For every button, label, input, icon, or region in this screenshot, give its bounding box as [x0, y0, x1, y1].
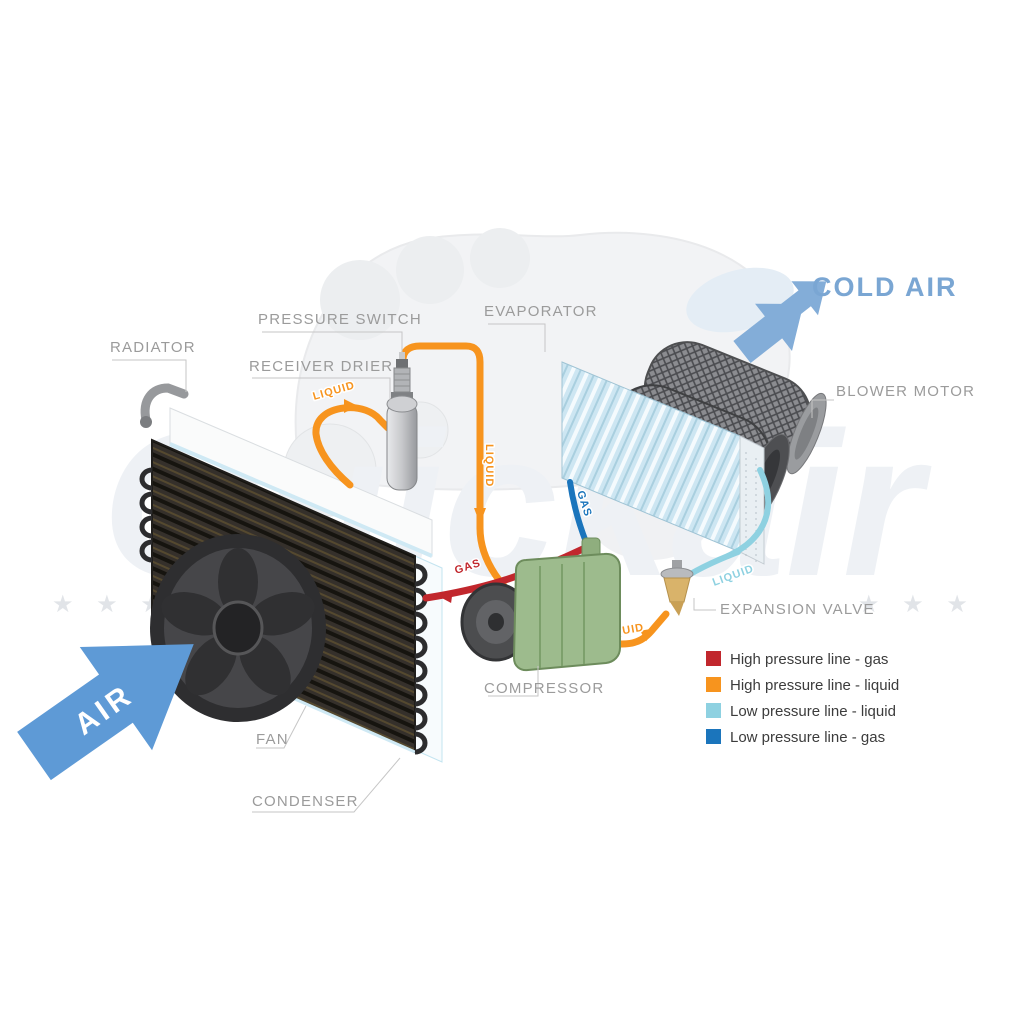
legend-label-hp-gas: High pressure line - gas — [730, 651, 888, 668]
hp-liquid-arrow-3 — [640, 628, 657, 642]
pipe-flow-arrows — [344, 399, 657, 642]
fan-hub — [212, 600, 264, 656]
leader-pressure-switch — [262, 331, 403, 352]
legend-item-hp-gas: High pressure line - gas — [706, 651, 888, 668]
pipe-hp-liquid-condenser-to-drier — [312, 404, 392, 489]
label-pressure-switch: PRESSURE SWITCH — [258, 311, 422, 328]
radiator-inlet-pipe — [140, 383, 189, 425]
leader-expansion-valve — [693, 598, 716, 611]
compressor-pulley-hub — [488, 613, 504, 631]
switch-cap — [396, 359, 408, 368]
drier-body — [386, 401, 418, 491]
cold-air-label: COLD AIR — [812, 272, 958, 302]
pressure-switch-graphic — [393, 352, 411, 393]
switch-ridges — [394, 373, 410, 387]
hp-liquid-arrow-2 — [474, 508, 486, 524]
radiator-glow-edge — [169, 442, 433, 558]
leader-evaporator — [488, 323, 546, 352]
label-receiver-drier: RECEIVER DRIER — [249, 358, 393, 375]
leader-receiver-drier — [252, 377, 391, 400]
legend-swatch-lp-gas — [706, 729, 721, 744]
legend-swatch-hp-gas — [706, 651, 721, 666]
valve-tip — [670, 602, 684, 616]
hp-gas-arrow — [436, 591, 453, 604]
label-evaporator: EVAPORATOR — [484, 303, 598, 320]
legend-swatch-hp-liquid — [706, 677, 721, 692]
drier-dome — [386, 395, 418, 413]
pipe-lp-gas-evaporator-to-compressor — [567, 479, 589, 545]
label-compressor: COMPRESSOR — [484, 680, 604, 697]
fan-graphic — [150, 534, 326, 722]
blower-rear-cylinder — [643, 341, 827, 475]
compressor-body-seams — [539, 562, 585, 668]
expansion-valve-graphic — [660, 560, 694, 616]
pipe-label-liquid-vertical: LIQUID — [483, 444, 495, 487]
compressor-body — [512, 552, 621, 672]
legend: High pressure line - gas High pressure l… — [706, 651, 899, 746]
switch-tip — [399, 352, 405, 360]
condenser-left-tubes — [139, 467, 153, 563]
condenser-right-tank — [414, 555, 443, 763]
watermark-stars-left: ★ ★ ★ — [52, 591, 170, 618]
watermark-stars-right: ★ ★ ★ — [858, 591, 976, 618]
leader-lines — [112, 323, 834, 813]
legend-item-lp-liquid: Low pressure line - liquid — [706, 703, 896, 720]
compressor-graphic — [460, 537, 621, 672]
leader-fan — [256, 705, 307, 749]
legend-label-hp-liquid: High pressure line - liquid — [730, 677, 899, 694]
legend-label-lp-liquid: Low pressure line - liquid — [730, 703, 896, 720]
cold-air-group: COLD AIR — [723, 264, 958, 376]
legend-item-lp-gas: Low pressure line - gas — [706, 729, 885, 746]
label-expansion-valve: EXPANSION VALVE — [720, 601, 875, 618]
legend-item-hp-liquid: High pressure line - liquid — [706, 677, 899, 694]
leader-blower-motor — [811, 399, 834, 418]
legend-swatch-lp-liquid — [706, 703, 721, 718]
radiator-inlet-cap — [140, 416, 152, 428]
component-labels: RADIATOR PRESSURE SWITCH EVAPORATOR RECE… — [110, 303, 975, 810]
leader-radiator — [112, 359, 187, 392]
pipe-lp-liquid-evaporator-loop — [725, 467, 772, 559]
label-radiator: RADIATOR — [110, 339, 196, 356]
leader-compressor — [488, 666, 539, 697]
label-fan: FAN — [256, 731, 289, 748]
leader-condenser — [252, 757, 401, 813]
label-blower-motor: BLOWER MOTOR — [836, 383, 975, 400]
valve-stem — [672, 560, 682, 574]
label-condenser: CONDENSER — [252, 793, 359, 810]
hp-liquid-arrow-1 — [344, 399, 358, 413]
legend-label-lp-gas: Low pressure line - gas — [730, 729, 885, 746]
receiver-drier-graphic — [386, 392, 418, 491]
